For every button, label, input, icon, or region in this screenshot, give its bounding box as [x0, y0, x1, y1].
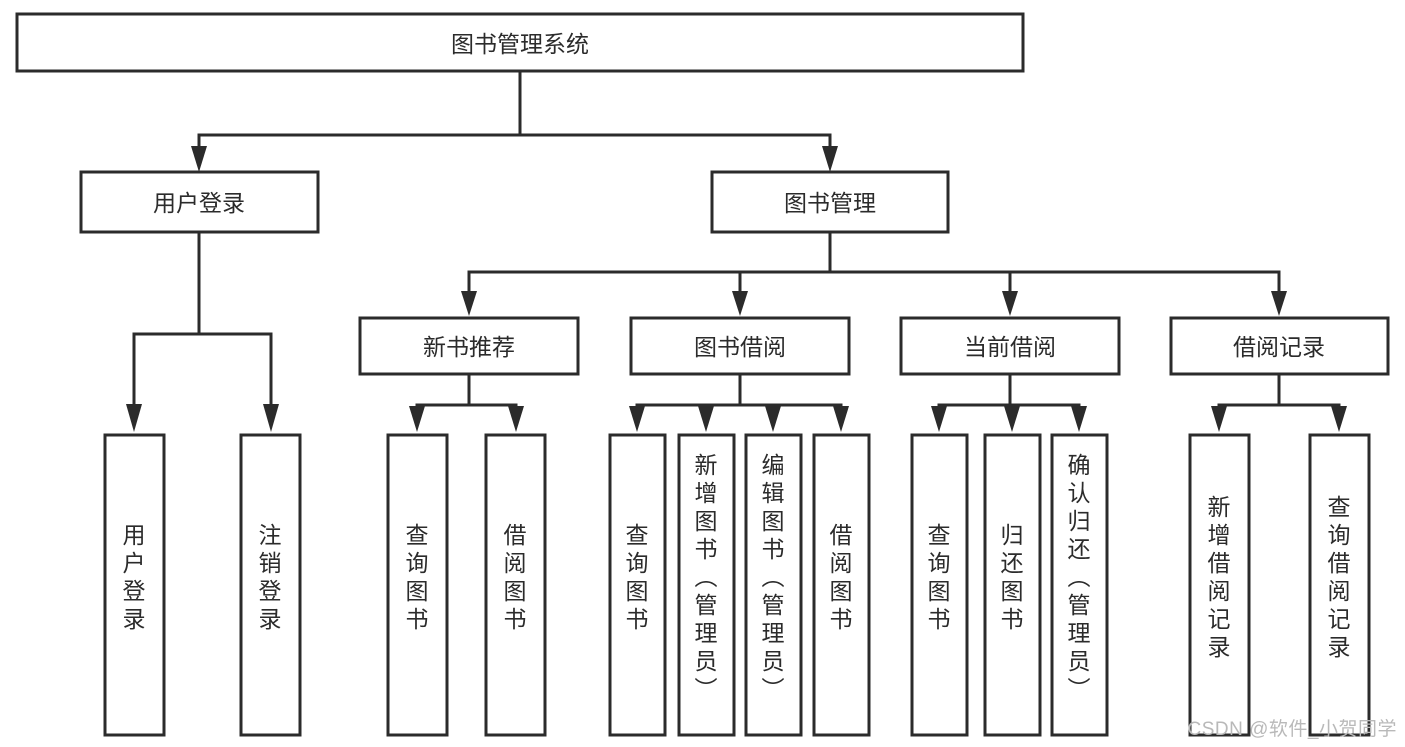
- node-leaf-add-record-box[interactable]: [1188, 433, 1251, 737]
- arrow-root-to-book-manage: [822, 146, 838, 172]
- node-leaf-user-login[interactable]: 用户登录: [103, 433, 166, 737]
- node-root-box[interactable]: [15, 12, 1025, 73]
- arrow-to-leaf-borrow-book-1: [508, 406, 524, 432]
- node-leaf-return-book-box[interactable]: [983, 433, 1042, 737]
- node-book-borrow[interactable]: 图书借阅: [629, 316, 851, 376]
- node-leaf-edit-book-box[interactable]: [744, 433, 803, 737]
- node-current-borrow[interactable]: 当前借阅: [899, 316, 1121, 376]
- node-leaf-borrow-book-1[interactable]: 借阅图书: [484, 433, 547, 737]
- node-leaf-query-book-1-label: 查询图书: [406, 522, 429, 632]
- node-leaf-borrow-book-2-label: 借阅图书: [830, 522, 853, 632]
- arrow-to-leaf-return-book: [1004, 406, 1020, 432]
- node-leaf-query-record-label: 查询借阅记录: [1328, 494, 1351, 660]
- node-borrow-record-label: 借阅记录: [1233, 334, 1325, 360]
- node-leaf-add-book[interactable]: 新增图书︵管理员︶: [677, 433, 736, 737]
- arrow-to-leaf-query-book-3: [931, 406, 947, 432]
- arrow-to-new-book-rec: [461, 291, 477, 316]
- node-borrow-record-box[interactable]: [1169, 316, 1390, 376]
- node-leaf-return-book[interactable]: 归还图书: [983, 433, 1042, 737]
- node-leaf-query-book-3[interactable]: 查询图书: [910, 433, 969, 737]
- node-root-label: 图书管理系统: [451, 31, 589, 57]
- node-leaf-query-book-2-label: 查询图书: [626, 522, 649, 632]
- arrow-to-leaf-confirm-return: [1071, 406, 1087, 432]
- node-current-borrow-label: 当前借阅: [964, 334, 1056, 360]
- arrow-to-leaf-edit-book: [765, 406, 781, 432]
- node-leaf-borrow-book-2[interactable]: 借阅图书: [812, 433, 871, 737]
- node-leaf-query-book-1-box[interactable]: [386, 433, 449, 737]
- node-leaf-confirm-return-box[interactable]: [1050, 433, 1109, 737]
- node-leaf-query-record[interactable]: 查询借阅记录: [1308, 433, 1371, 737]
- arrow-to-current-borrow: [1002, 291, 1018, 316]
- node-leaf-user-logout[interactable]: 注销登录: [239, 433, 302, 737]
- node-leaf-add-book-label: 新增图书︵管理员︶: [695, 452, 718, 702]
- node-root[interactable]: 图书管理系统: [15, 12, 1025, 73]
- node-leaf-user-logout-label: 注销登录: [259, 522, 282, 632]
- node-new-book-rec-label: 新书推荐: [423, 334, 515, 360]
- node-leaf-query-record-box[interactable]: [1308, 433, 1371, 737]
- node-leaf-return-book-label: 归还图书: [1001, 522, 1024, 632]
- node-leaf-edit-book[interactable]: 编辑图书︵管理员︶: [744, 433, 803, 737]
- arrow-to-leaf-query-book-2: [629, 406, 645, 432]
- node-user-login-label: 用户登录: [153, 190, 245, 216]
- node-leaf-user-login-label: 用户登录: [123, 522, 146, 632]
- node-leaf-add-record-label: 新增借阅记录: [1208, 494, 1231, 660]
- node-user-login-box[interactable]: [79, 170, 320, 234]
- arrow-to-leaf-borrow-book-2: [833, 406, 849, 432]
- arrow-to-leaf-query-book-1: [409, 406, 425, 432]
- arrow-to-leaf-query-record: [1331, 406, 1347, 432]
- node-user-login[interactable]: 用户登录: [79, 170, 320, 234]
- node-leaf-query-book-1[interactable]: 查询图书: [386, 433, 449, 737]
- arrow-to-book-borrow: [732, 291, 748, 316]
- node-book-manage-box[interactable]: [710, 170, 950, 234]
- arrow-to-leaf-add-book: [698, 406, 714, 432]
- node-current-borrow-box[interactable]: [899, 316, 1121, 376]
- node-leaf-query-book-2-box[interactable]: [608, 433, 667, 737]
- node-leaf-add-book-box[interactable]: [677, 433, 736, 737]
- node-book-manage[interactable]: 图书管理: [710, 170, 950, 234]
- arrow-to-leaf-add-record: [1211, 406, 1227, 432]
- arrow-root-to-user-login: [191, 146, 207, 172]
- node-book-borrow-label: 图书借阅: [694, 334, 786, 360]
- node-leaf-confirm-return-label: 确认归还︵管理员︶: [1068, 452, 1091, 702]
- node-leaf-query-book-3-box[interactable]: [910, 433, 969, 737]
- node-leaf-user-login-box[interactable]: [103, 433, 166, 737]
- node-leaf-query-book-2[interactable]: 查询图书: [608, 433, 667, 737]
- node-leaf-borrow-book-2-box[interactable]: [812, 433, 871, 737]
- node-leaf-add-record[interactable]: 新增借阅记录: [1188, 433, 1251, 737]
- node-borrow-record[interactable]: 借阅记录: [1169, 316, 1390, 376]
- node-new-book-rec[interactable]: 新书推荐: [358, 316, 580, 376]
- arrow-to-leaf-user-logout: [263, 404, 279, 432]
- node-leaf-borrow-book-1-box[interactable]: [484, 433, 547, 737]
- node-leaf-edit-book-label: 编辑图书︵管理员︶: [762, 452, 785, 702]
- csdn-watermark: CSDN @软件_小贺同学: [1187, 719, 1397, 740]
- node-leaf-query-book-3-label: 查询图书: [928, 522, 951, 632]
- node-layer: 图书管理系统 用户登录 图书管理 新书推荐 图书借阅: [15, 12, 1390, 737]
- node-book-manage-label: 图书管理: [784, 190, 876, 216]
- node-new-book-rec-box[interactable]: [358, 316, 580, 376]
- node-leaf-user-logout-box[interactable]: [239, 433, 302, 737]
- node-leaf-borrow-book-1-label: 借阅图书: [504, 522, 527, 632]
- node-leaf-confirm-return[interactable]: 确认归还︵管理员︶: [1050, 433, 1109, 737]
- node-book-borrow-box[interactable]: [629, 316, 851, 376]
- arrow-to-leaf-user-login: [126, 404, 142, 432]
- connector-layer: [126, 69, 1347, 432]
- arrow-to-borrow-record: [1271, 291, 1287, 316]
